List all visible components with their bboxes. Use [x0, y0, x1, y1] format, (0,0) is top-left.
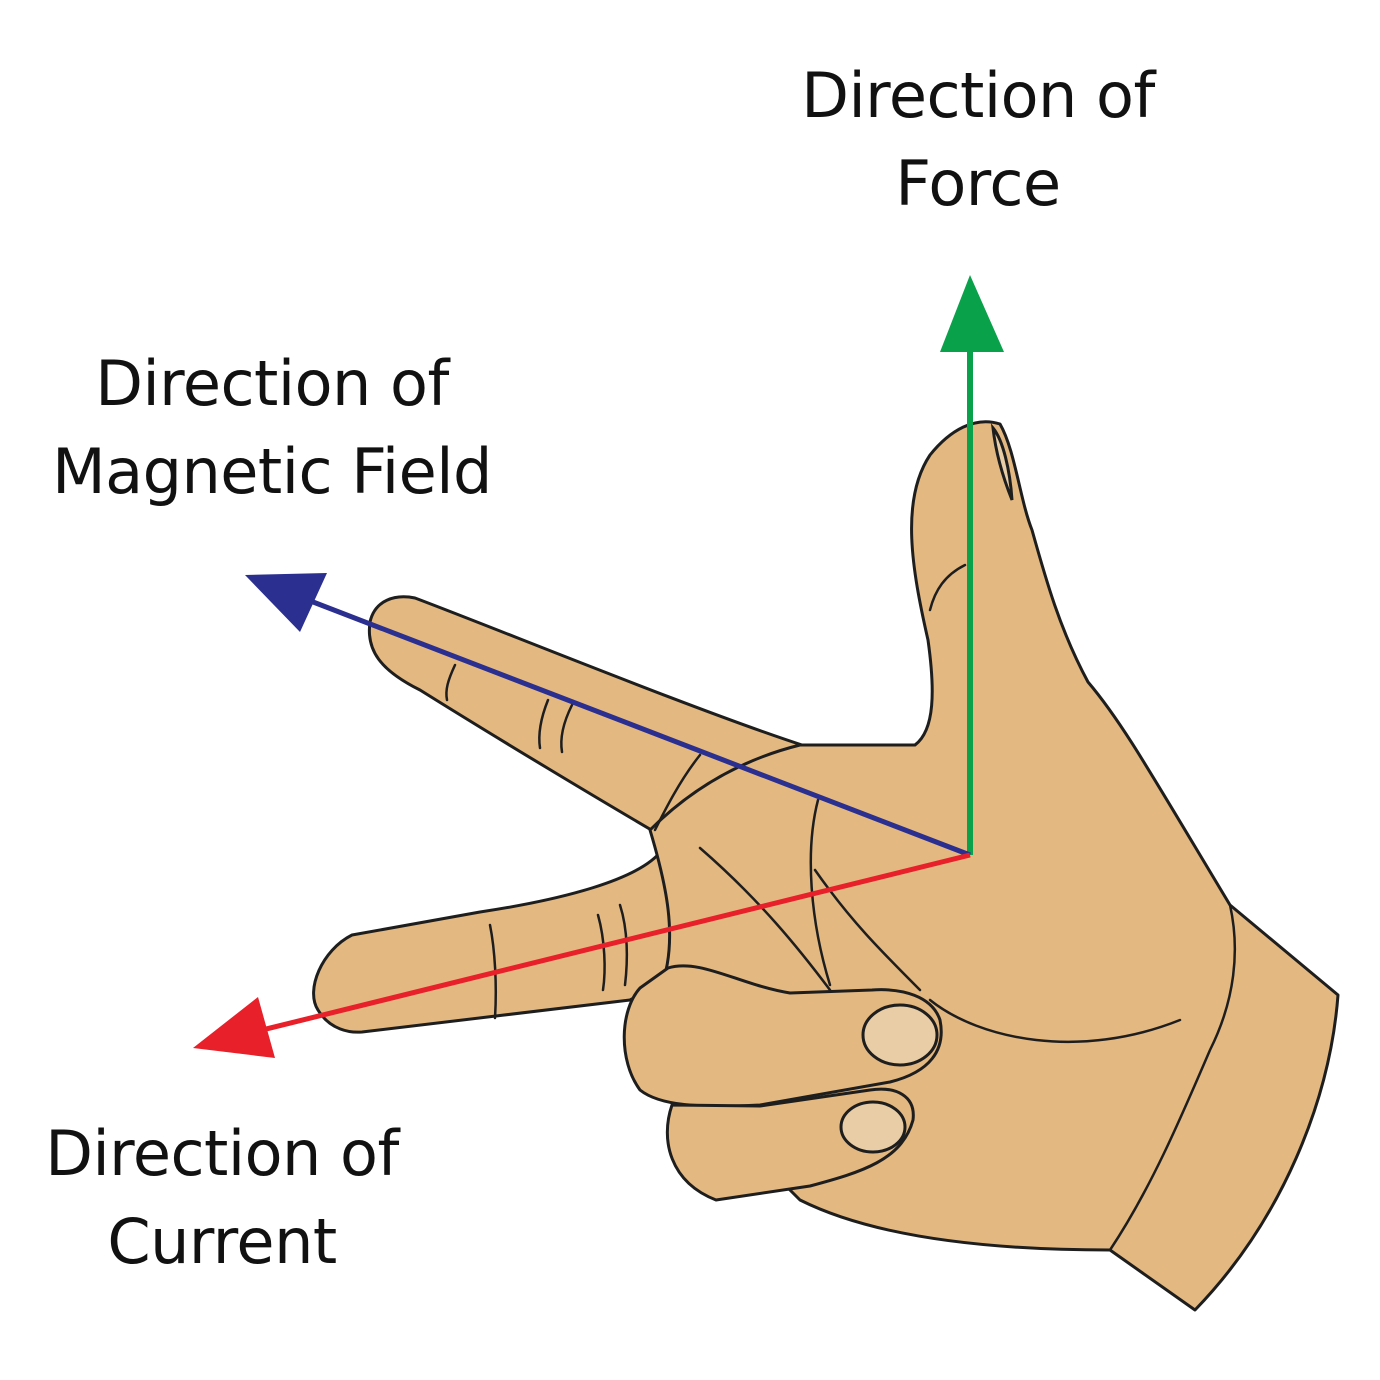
magnetic-field-label: Direction of Magnetic Field	[52, 340, 492, 516]
middle-finger	[312, 848, 707, 1034]
magnetic-field-arrow	[245, 573, 971, 858]
field-label-line2: Magnetic Field	[52, 435, 492, 508]
curled-finger-1	[622, 964, 943, 1108]
force-label: Direction of Force	[801, 52, 1155, 228]
fingernail	[861, 1003, 939, 1067]
current-label-line2: Current	[107, 1205, 337, 1278]
current-arrow	[193, 852, 971, 1058]
current-label: Direction of Current	[45, 1110, 399, 1286]
field-label-line1: Direction of	[95, 347, 449, 420]
index-finger	[367, 595, 807, 837]
skin-creases	[445, 563, 1237, 1252]
force-label-line2: Force	[895, 147, 1061, 220]
force-arrow	[940, 275, 1004, 855]
thumbnail	[990, 423, 1014, 501]
current-label-line1: Direction of	[45, 1117, 399, 1190]
fingernail	[839, 1100, 907, 1154]
force-label-line1: Direction of	[801, 59, 1155, 132]
